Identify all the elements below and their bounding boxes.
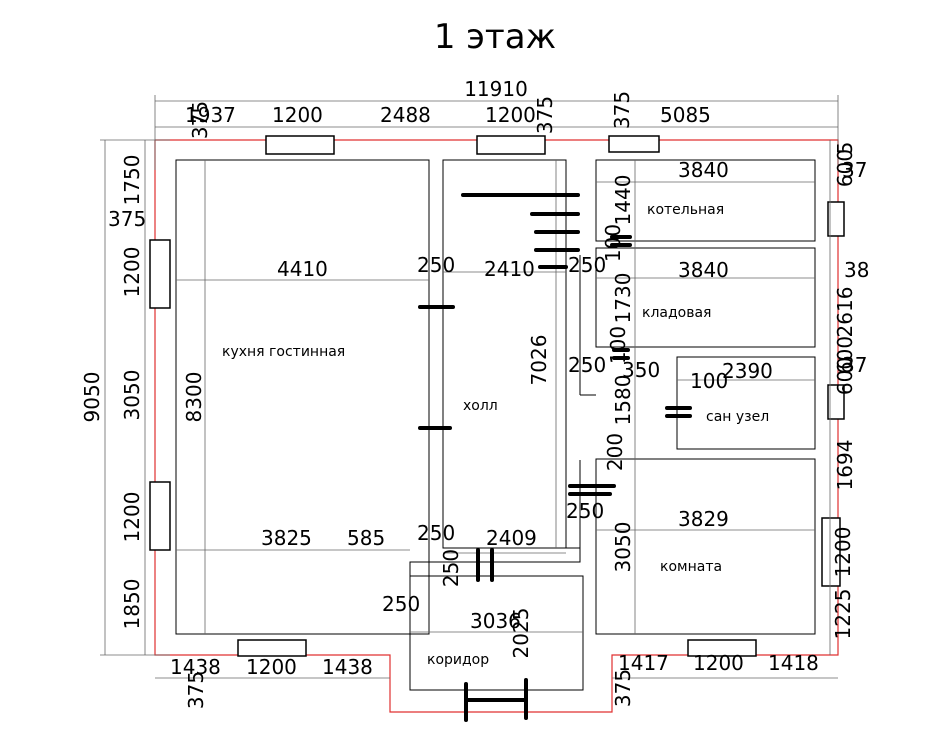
dim-bath-height: 1580 (611, 375, 635, 426)
dim-total-width: 11910 (464, 77, 528, 101)
plan-title: 1 этаж (434, 17, 556, 57)
dim-left-3050: 3050 (120, 370, 144, 421)
window-right-upper (827, 201, 845, 237)
dim-right-1694: 1694 (833, 440, 857, 491)
dim-bottom-1418: 1418 (768, 651, 819, 675)
window-left-upper (149, 239, 171, 309)
dim-corridor-width: 3036 (470, 609, 521, 633)
window-top-middle (476, 135, 546, 155)
room-label-kitchen: кухня гостинная (222, 344, 345, 360)
dim-bottom-1438a: 1438 (170, 655, 221, 679)
dim-right-1225: 1225 (831, 589, 855, 640)
windows (149, 135, 845, 657)
dim-right-37a: 37 (842, 158, 867, 182)
window-bottom-left (237, 639, 307, 657)
dim-wall-250d: 250 (566, 499, 604, 523)
dim-left-1200b: 1200 (120, 492, 144, 543)
dim-room-width: 3829 (678, 507, 729, 531)
dim-kitchen-width: 4410 (277, 257, 328, 281)
dim-wall-250f: 250 (439, 549, 463, 587)
dim-bottom-1438b: 1438 (322, 655, 373, 679)
room-label-storage: кладовая (642, 305, 711, 321)
dimension-lines (100, 95, 839, 679)
dim-bottom-1200b: 1200 (693, 651, 744, 675)
dim-top-1200a: 1200 (272, 103, 323, 127)
dim-right-2616: 2616 (833, 287, 857, 338)
dim-kitchen-bottom-585: 585 (347, 526, 385, 550)
dim-wall-250b: 250 (568, 253, 606, 277)
dim-wall-350: 350 (622, 358, 660, 382)
room-label-bathroom: сан узел (706, 409, 769, 425)
dim-hall-height: 7026 (527, 335, 551, 386)
dim-wall-200: 200 (603, 433, 627, 471)
horizontal-dimensions: 11910 1937 1200 2488 1200 5085 375 4410 … (108, 77, 869, 679)
room-label-room: комната (660, 559, 722, 575)
dim-top-375b: 375 (533, 96, 557, 134)
window-right-lower (821, 517, 841, 587)
dim-room-height: 3050 (611, 522, 635, 573)
room-label-boiler: котельная (647, 202, 724, 218)
dim-top-1937: 1937 (185, 103, 236, 127)
dim-top-2488: 2488 (380, 103, 431, 127)
dim-storage-height: 1730 (611, 273, 635, 324)
dim-corridor-height: 2025 (509, 608, 533, 659)
dim-bottom-375a: 375 (184, 671, 208, 709)
dim-right-1200: 1200 (831, 527, 855, 578)
window-top-right (608, 135, 660, 153)
room-label-hall: холл (463, 398, 498, 414)
dim-top-1200b: 1200 (485, 103, 536, 127)
dim-bottom-1417: 1417 (618, 651, 669, 675)
dim-kitchen-height: 8300 (182, 372, 206, 423)
dim-storage-width: 3840 (678, 258, 729, 282)
dim-wall-100b: 100 (606, 326, 630, 364)
dim-bottom-1200a: 1200 (246, 655, 297, 679)
dim-left-375: 375 (108, 207, 146, 231)
dim-left-1750: 1750 (120, 155, 144, 206)
dim-boiler-width: 3840 (678, 158, 729, 182)
dim-boiler-height: 1440 (611, 175, 635, 226)
dim-wall-250a: 250 (417, 253, 455, 277)
room-label-corridor: коридор (427, 652, 489, 668)
dim-hall-bottom-2409: 2409 (486, 526, 537, 550)
dim-right-600b: 600 (833, 336, 857, 374)
dim-wall-250e: 250 (417, 521, 455, 545)
dim-left-1850: 1850 (120, 579, 144, 630)
dim-hall-width: 2410 (484, 257, 535, 281)
dim-bottom-375b: 375 (611, 669, 635, 707)
vertical-dimensions: 9050 1750 1200 3050 1200 1850 8300 375 3… (80, 91, 857, 709)
walls (175, 159, 816, 691)
dim-right-600c: 600 (833, 357, 857, 395)
dim-wall-250g: 250 (382, 592, 420, 616)
dim-bath-width: 2390 (722, 359, 773, 383)
window-bottom-right (687, 639, 757, 657)
dim-wall-250c: 250 (568, 353, 606, 377)
dim-left-9050: 9050 (80, 372, 104, 423)
dim-top-375a: 375 (188, 101, 212, 139)
dim-right-5a: 5 (833, 142, 857, 155)
dim-right-38: 38 (844, 258, 869, 282)
dim-right-37b: 37 (842, 353, 867, 377)
window-top-left (265, 135, 335, 155)
outer-outline (154, 139, 839, 713)
door-markers (418, 193, 692, 722)
dim-bath-wall-100: 100 (690, 369, 728, 393)
dim-kitchen-bottom-3825: 3825 (261, 526, 312, 550)
dim-wall-100a: 100 (601, 224, 625, 262)
dim-left-1200a: 1200 (120, 247, 144, 298)
dim-right-600a: 600 (833, 149, 857, 187)
dim-top-5085: 5085 (660, 103, 711, 127)
dim-top-375c: 375 (610, 91, 634, 129)
window-left-lower (149, 481, 171, 551)
window-right-middle (827, 384, 845, 420)
